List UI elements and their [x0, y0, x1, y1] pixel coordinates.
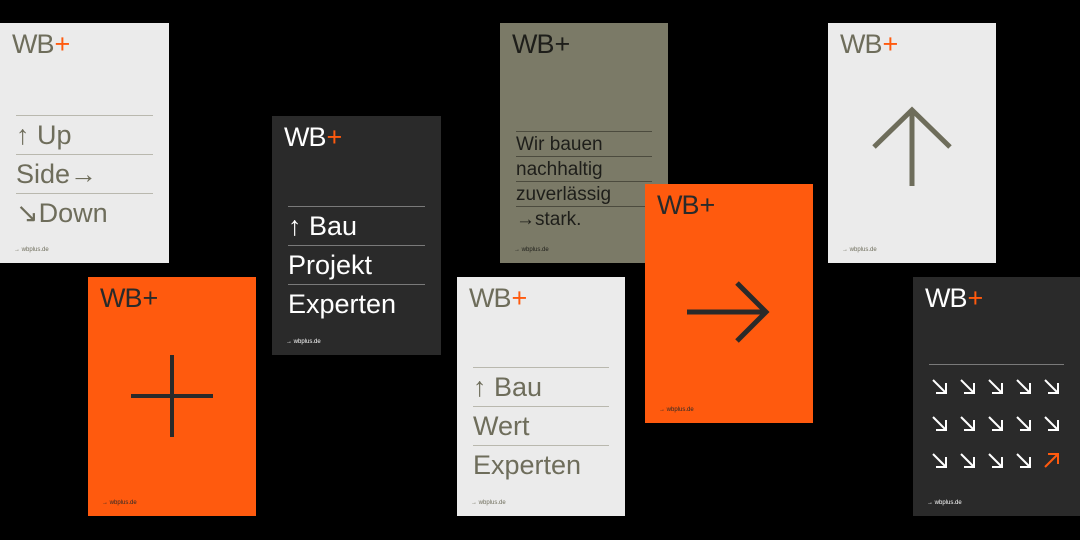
footer-url: → wbplus.de	[14, 247, 49, 253]
footer-url: → wbplus.de	[286, 339, 321, 345]
logo-text: WB	[284, 122, 326, 152]
logo-plus: +	[699, 190, 716, 220]
brand-logo: WB+	[284, 122, 343, 152]
headline-line: Side→	[16, 154, 153, 193]
logo-text: WB	[12, 29, 54, 59]
logo-plus: +	[554, 29, 571, 59]
logo-text: WB	[512, 29, 554, 59]
logo-plus: +	[882, 29, 899, 59]
footer-url: → wbplus.de	[659, 407, 694, 413]
poster-up-side-down: WB+ ↑ Up Side→ ↘Down → wbplus.de	[0, 23, 169, 263]
poster-arrow-right: WB+ → wbplus.de	[645, 184, 813, 423]
arrow-up-icon	[872, 106, 952, 186]
arrow-down-right-icon	[960, 453, 975, 468]
brand-logo: WB+	[657, 190, 716, 220]
logo-text: WB	[100, 283, 142, 313]
footer-url: → wbplus.de	[842, 247, 877, 253]
headline-line: →stark.	[516, 206, 652, 231]
headline-line: ↘Down	[16, 193, 153, 232]
arrow-down-right-icon	[932, 379, 947, 394]
arrow-down-right-icon	[932, 416, 947, 431]
footer-url: → wbplus.de	[927, 500, 962, 506]
arrow-up-right-icon	[1044, 453, 1059, 468]
footer-url: → wbplus.de	[514, 247, 549, 253]
arrow-down-right-icon	[960, 416, 975, 431]
headline-list: ↑ Bau Wert Experten	[473, 367, 609, 484]
headline-line: Wir bauen	[516, 131, 652, 156]
brand-logo: WB+	[100, 283, 159, 313]
brand-logo: WB+	[512, 29, 571, 59]
headline-line: ↑ Bau	[288, 206, 425, 245]
headline-list: ↑ Up Side→ ↘Down	[16, 115, 153, 232]
headline-line: Projekt	[288, 245, 425, 284]
poster-nachhaltig: WB+ Wir bauen nachhaltig zuverlässig →st…	[500, 23, 668, 263]
headline-line: Experten	[288, 284, 425, 323]
logo-text: WB	[840, 29, 882, 59]
divider	[929, 364, 1064, 365]
headline-line: ↑ Bau	[473, 367, 609, 406]
headline-line: ↑ Up	[16, 115, 153, 154]
arrow-down-right-icon	[932, 453, 947, 468]
logo-plus: +	[54, 29, 71, 59]
headline-list: Wir bauen nachhaltig zuverlässig →stark.	[516, 131, 652, 231]
arrow-down-right-icon	[988, 379, 1003, 394]
arrow-down-right-icon	[1044, 379, 1059, 394]
footer-url: → wbplus.de	[102, 500, 137, 506]
arrow-down-right-icon	[1016, 416, 1031, 431]
poster-arrow-up: WB+ → wbplus.de	[828, 23, 996, 263]
brand-logo: WB+	[12, 29, 71, 59]
headline-line: Wert	[473, 406, 609, 445]
arrow-right-icon	[687, 281, 770, 343]
logo-text: WB	[925, 283, 967, 313]
logo-plus: +	[967, 283, 984, 313]
logo-text: WB	[469, 283, 511, 313]
headline-line: Experten	[473, 445, 609, 484]
arrow-down-right-icon	[1016, 379, 1031, 394]
arrow-grid	[932, 379, 1059, 468]
poster-bau-wert: WB+ ↑ Bau Wert Experten → wbplus.de	[457, 277, 625, 516]
logo-plus: +	[511, 283, 528, 313]
headline-list: ↑ Bau Projekt Experten	[288, 206, 425, 323]
footer-url: → wbplus.de	[471, 500, 506, 506]
arrow-down-right-icon	[988, 453, 1003, 468]
brand-logo: WB+	[840, 29, 899, 59]
poster-bau-projekt: WB+ ↑ Bau Projekt Experten → wbplus.de	[272, 116, 441, 355]
headline-line: zuverlässig	[516, 181, 652, 206]
poster-arrow-grid: WB+ → wbplus.de	[913, 277, 1080, 516]
poster-plus: WB+ → wbplus.de	[88, 277, 256, 516]
headline-line: nachhaltig	[516, 156, 652, 181]
arrow-down-right-icon	[960, 379, 975, 394]
brand-logo: WB+	[469, 283, 528, 313]
plus-icon	[131, 355, 213, 437]
logo-plus: +	[326, 122, 343, 152]
logo-plus: +	[142, 283, 159, 313]
arrow-down-right-icon	[1016, 453, 1031, 468]
arrow-down-right-icon	[1044, 416, 1059, 431]
arrow-down-right-icon	[988, 416, 1003, 431]
logo-text: WB	[657, 190, 699, 220]
brand-logo: WB+	[925, 283, 984, 313]
